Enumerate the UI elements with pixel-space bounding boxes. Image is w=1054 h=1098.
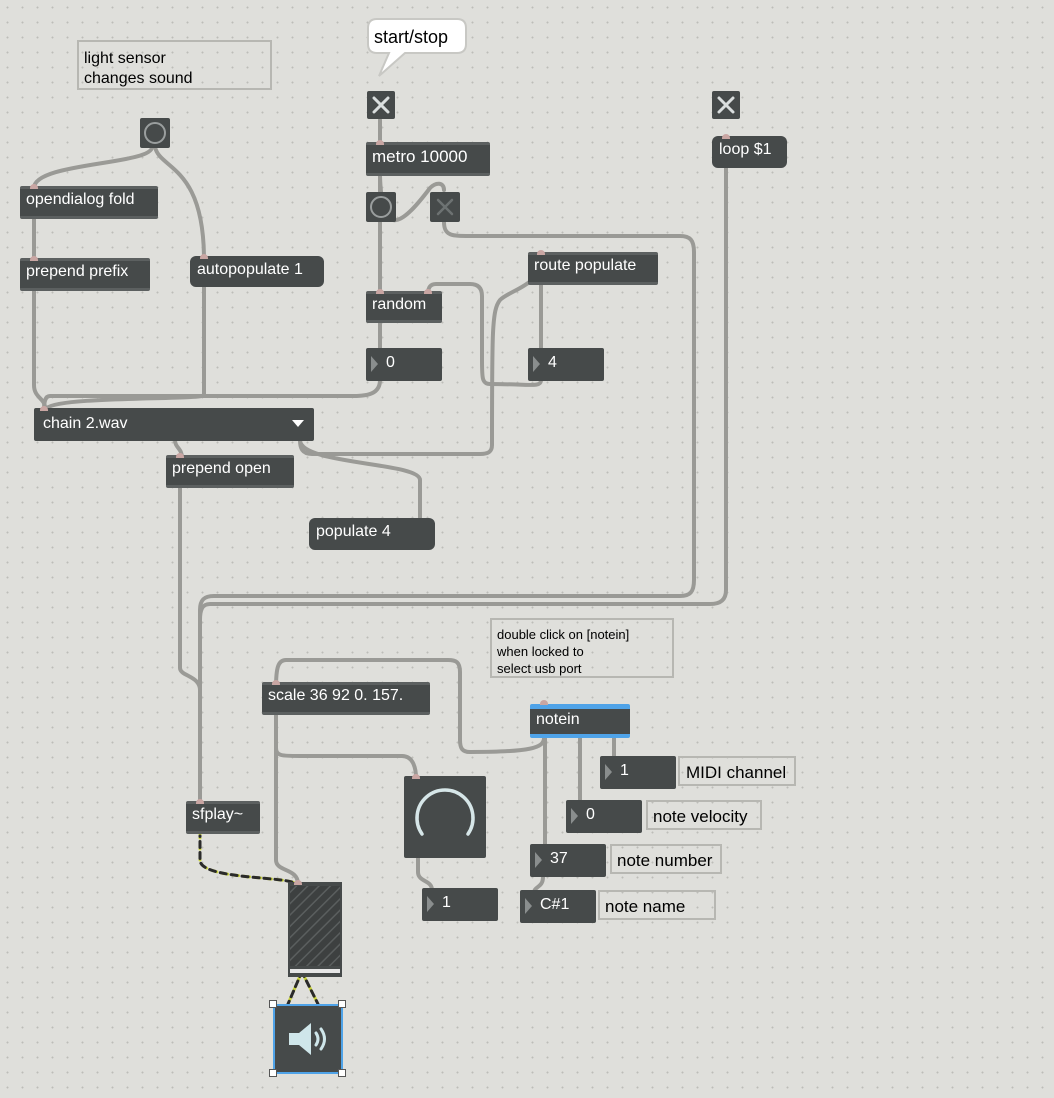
circle-icon	[144, 122, 166, 144]
loop-toggle[interactable]	[712, 91, 740, 119]
inlet	[376, 140, 384, 145]
x-icon	[436, 198, 454, 216]
selection-handle[interactable]	[338, 1000, 346, 1008]
note-number-box[interactable]: 37	[530, 844, 606, 877]
midi-channel-comment: MIDI channel	[678, 756, 796, 786]
autopopulate-message[interactable]: autopopulate 1	[190, 256, 324, 287]
dial[interactable]	[404, 776, 486, 858]
note-name-box[interactable]: C#1	[520, 890, 596, 923]
inlet	[196, 799, 204, 804]
umenu-selected-value: chain 2.wav	[43, 415, 128, 432]
metro-bang[interactable]	[366, 192, 396, 222]
gain-slider-hatch	[290, 886, 340, 973]
selection-handle[interactable]	[269, 1069, 277, 1077]
circle-icon	[370, 196, 392, 218]
gain-slider[interactable]	[288, 882, 342, 977]
dial-arc-icon	[415, 788, 475, 836]
dialog-bang[interactable]	[140, 118, 170, 148]
scale-object[interactable]: scale 36 92 0. 157.	[262, 682, 430, 715]
x-icon	[717, 96, 735, 114]
note-name-comment: note name	[598, 890, 716, 920]
inlet	[176, 453, 184, 458]
prepend-open-object[interactable]: prepend open	[166, 455, 294, 488]
notein-help-comment: double click on [notein] when locked to …	[490, 618, 674, 678]
inlet	[424, 289, 432, 294]
inlet	[200, 254, 208, 259]
notein-label: notein	[536, 711, 580, 728]
inlet	[722, 134, 730, 139]
metro-toggle[interactable]	[430, 192, 460, 222]
sfplay-object[interactable]: sfplay~	[186, 801, 260, 834]
speech-bubble-icon	[367, 18, 467, 77]
inlet	[537, 250, 545, 255]
route-number-box[interactable]: 4	[528, 348, 604, 381]
random-object[interactable]: random	[366, 291, 442, 323]
inlet	[294, 880, 302, 885]
random-number-box[interactable]: 0	[366, 348, 442, 381]
audio-output-ezdac[interactable]	[273, 1004, 343, 1074]
start-stop-bubble: start/stop	[367, 18, 467, 78]
dial-number-box[interactable]: 1	[422, 888, 498, 921]
note-velocity-comment: note velocity	[646, 800, 762, 830]
note-number-comment: note number	[610, 844, 722, 874]
inlet	[540, 700, 548, 705]
velocity-number-box[interactable]: 0	[566, 800, 642, 833]
inlet	[376, 289, 384, 294]
populate-message[interactable]: populate 4	[309, 518, 435, 550]
selection-handle[interactable]	[338, 1069, 346, 1077]
inlet	[272, 680, 280, 685]
speaker-icon	[289, 1023, 326, 1055]
inlet	[30, 256, 38, 261]
route-populate-object[interactable]: route populate	[528, 252, 658, 285]
notein-object[interactable]: notein	[530, 704, 630, 738]
loop-message[interactable]: loop $1	[712, 136, 787, 168]
midi-channel-number-box[interactable]: 1	[600, 756, 676, 789]
inlet	[30, 184, 38, 189]
x-icon	[372, 96, 390, 114]
opendialog-object[interactable]: opendialog fold	[20, 186, 158, 219]
start-stop-label: start/stop	[374, 27, 449, 47]
metro-object[interactable]: metro 10000	[366, 142, 490, 176]
file-umenu[interactable]: chain 2.wav	[34, 408, 314, 441]
inlet	[40, 406, 48, 411]
start-stop-toggle[interactable]	[367, 91, 395, 119]
triangle-down-icon	[292, 420, 304, 427]
selection-handle[interactable]	[269, 1000, 277, 1008]
light-sensor-comment: light sensor changes sound	[77, 40, 272, 90]
prepend-prefix-object[interactable]: prepend prefix	[20, 258, 150, 291]
inlet	[412, 774, 420, 779]
